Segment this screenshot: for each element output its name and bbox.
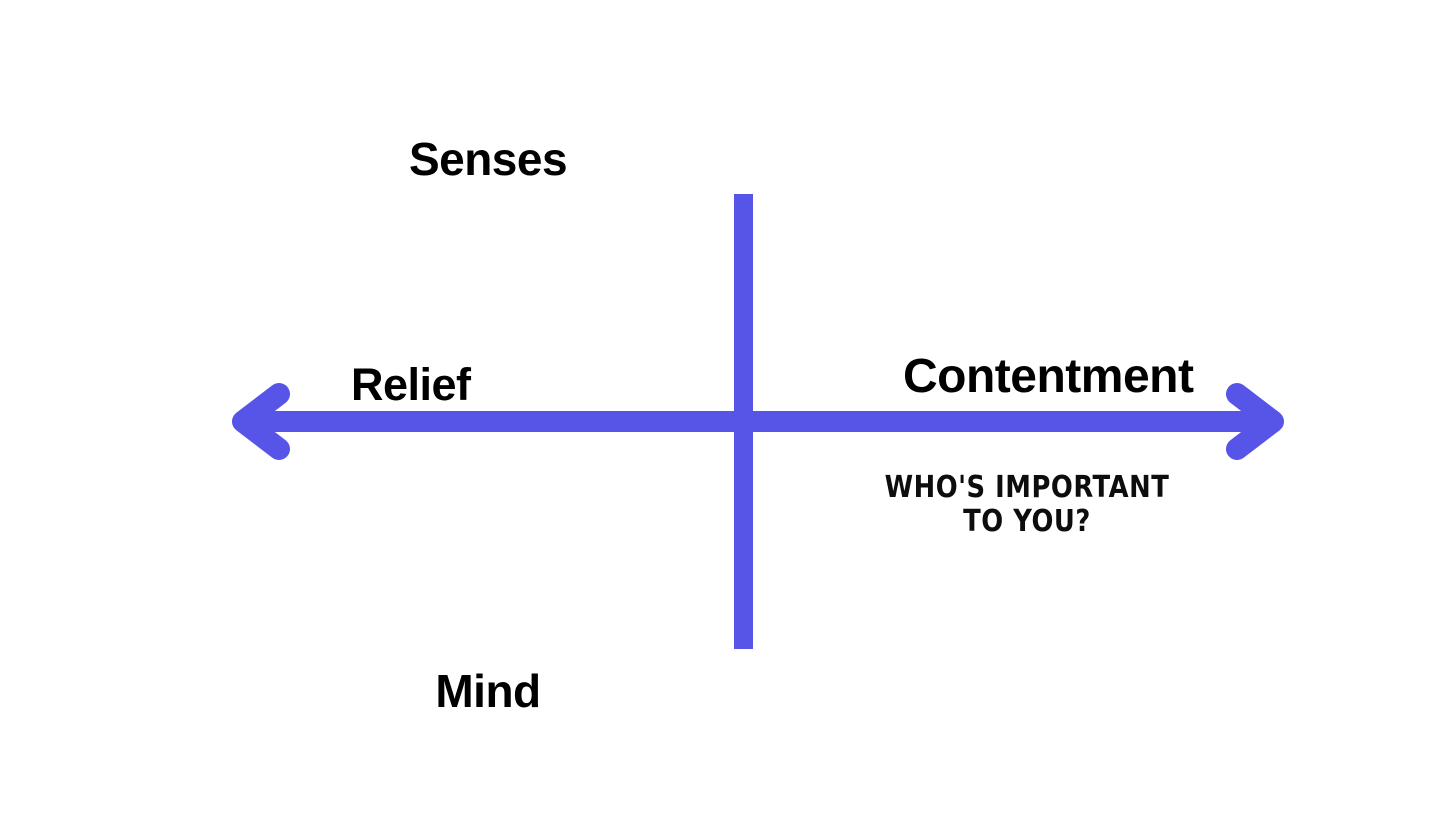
axis-label-contentment: Contentment xyxy=(903,350,1194,403)
caption-line-1: WHO'S IMPORTANT xyxy=(884,470,1170,505)
right-arrowhead-icon xyxy=(1226,383,1284,460)
axis-label-relief: Relief xyxy=(351,359,471,410)
left-arrowhead-icon xyxy=(232,383,290,460)
caption-line-2: TO YOU? xyxy=(963,503,1091,539)
axis-label-mind: Mind xyxy=(435,665,541,717)
axis-label-senses: Senses xyxy=(408,133,568,185)
horizontal-axis-line xyxy=(240,411,1274,432)
caption-question: WHO'S IMPORTANT TO YOU? xyxy=(842,471,1212,538)
